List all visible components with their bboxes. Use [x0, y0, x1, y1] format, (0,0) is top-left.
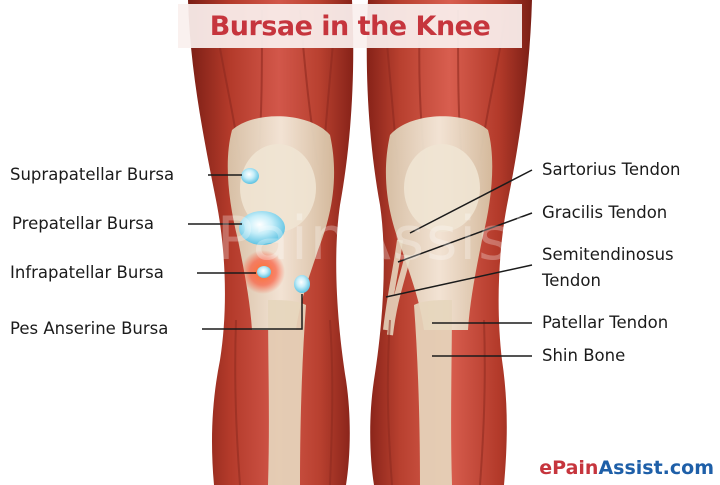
label-patellar-tendon: Patellar Tendon [542, 313, 668, 333]
label-semitendinosus-line1: Semitendinosus [542, 245, 674, 265]
diagram-title: Bursae in the Knee [210, 11, 491, 42]
label-prepatellar-bursa: Prepatellar Bursa [12, 214, 154, 234]
label-shin-bone: Shin Bone [542, 346, 625, 366]
label-infrapatellar-bursa: Infrapatellar Bursa [10, 263, 164, 283]
label-semitendinosus-line2: Tendon [542, 271, 601, 291]
brand-part1: ePain [539, 457, 598, 479]
suprapatellar-bursa-shape [241, 168, 259, 184]
label-sartorius-tendon: Sartorius Tendon [542, 160, 681, 180]
brand-part2: Assist.com [598, 457, 714, 479]
label-pes-anserine-bursa: Pes Anserine Bursa [10, 319, 168, 339]
label-suprapatellar-bursa: Suprapatellar Bursa [10, 165, 174, 185]
brand-logo: ePainAssist.com [539, 457, 714, 479]
pes-anserine-bursa-shape [294, 275, 310, 293]
label-gracilis-tendon: Gracilis Tendon [542, 203, 667, 223]
watermark: ePainAssist [178, 204, 537, 274]
title-bar: Bursae in the Knee [178, 4, 522, 48]
